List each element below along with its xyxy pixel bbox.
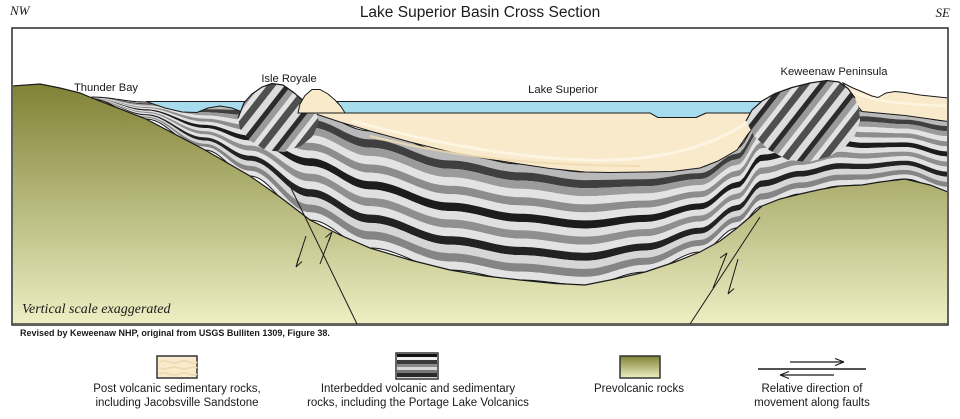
legend-swatch-prevolcanic (619, 355, 661, 379)
corner-label-se: SE (936, 5, 951, 20)
legend-label-fault-1: Relative direction of (762, 383, 864, 395)
corner-label-nw: NW (9, 3, 31, 18)
legend-label-fault-2: movement along faults (754, 397, 870, 409)
fault-up-arrow (319, 231, 333, 265)
band-stripe (92, 98, 947, 269)
keweenaw-ridge-outline (745, 79, 856, 122)
legend-swatch-sedimentary (156, 355, 198, 379)
legend-label-interbedded-2: rocks, including the Portage Lake Volcan… (307, 397, 529, 409)
isle-royale-ridge (238, 83, 319, 152)
prevolcanic-region (13, 83, 947, 324)
keweenaw-fault (689, 216, 761, 324)
legend: Post volcanic sedimentary rocks, includi… (93, 352, 870, 409)
diagram-border (11, 27, 949, 326)
fault-line (689, 216, 761, 324)
fault-down-arrow (295, 235, 307, 268)
scale-note: Vertical scale exaggerated (22, 302, 172, 317)
figure-title: Lake Superior Basin Cross Section (360, 4, 600, 21)
label-isle-royale: Isle Royale (261, 73, 316, 85)
fault-down-arrow (727, 258, 739, 295)
legend-label-sedimentary-1: Post volcanic sedimentary rocks, (93, 383, 260, 395)
geology-group (13, 79, 947, 324)
fault-up-arrow (712, 252, 728, 289)
keweenaw-ridge (746, 80, 860, 162)
label-thunder-bay: Thunder Bay (74, 82, 138, 94)
sediment-streak (847, 88, 947, 108)
swatch-wave (158, 360, 198, 376)
legend-swatch-interbedded (395, 352, 439, 380)
label-lake-superior: Lake Superior (528, 84, 598, 96)
label-keweenaw: Keweenaw Peninsula (781, 66, 889, 78)
legend-label-prevolcanic: Prevolcanic rocks (594, 383, 684, 395)
sediment-streak (351, 119, 749, 162)
sediment-streak (369, 135, 641, 167)
attribution: Revised by Keweenaw NHP, original from U… (20, 328, 330, 338)
legend-label-interbedded-1: Interbedded volcanic and sedimentary (321, 383, 516, 395)
band-stripe (92, 98, 947, 261)
legend-label-sedimentary-2: including Jacobsville Sandstone (95, 397, 258, 409)
sediment-dune (297, 89, 346, 114)
legend-fault-symbol (758, 357, 866, 380)
isle-royale-fault (289, 185, 358, 324)
band-stripe (92, 98, 947, 253)
